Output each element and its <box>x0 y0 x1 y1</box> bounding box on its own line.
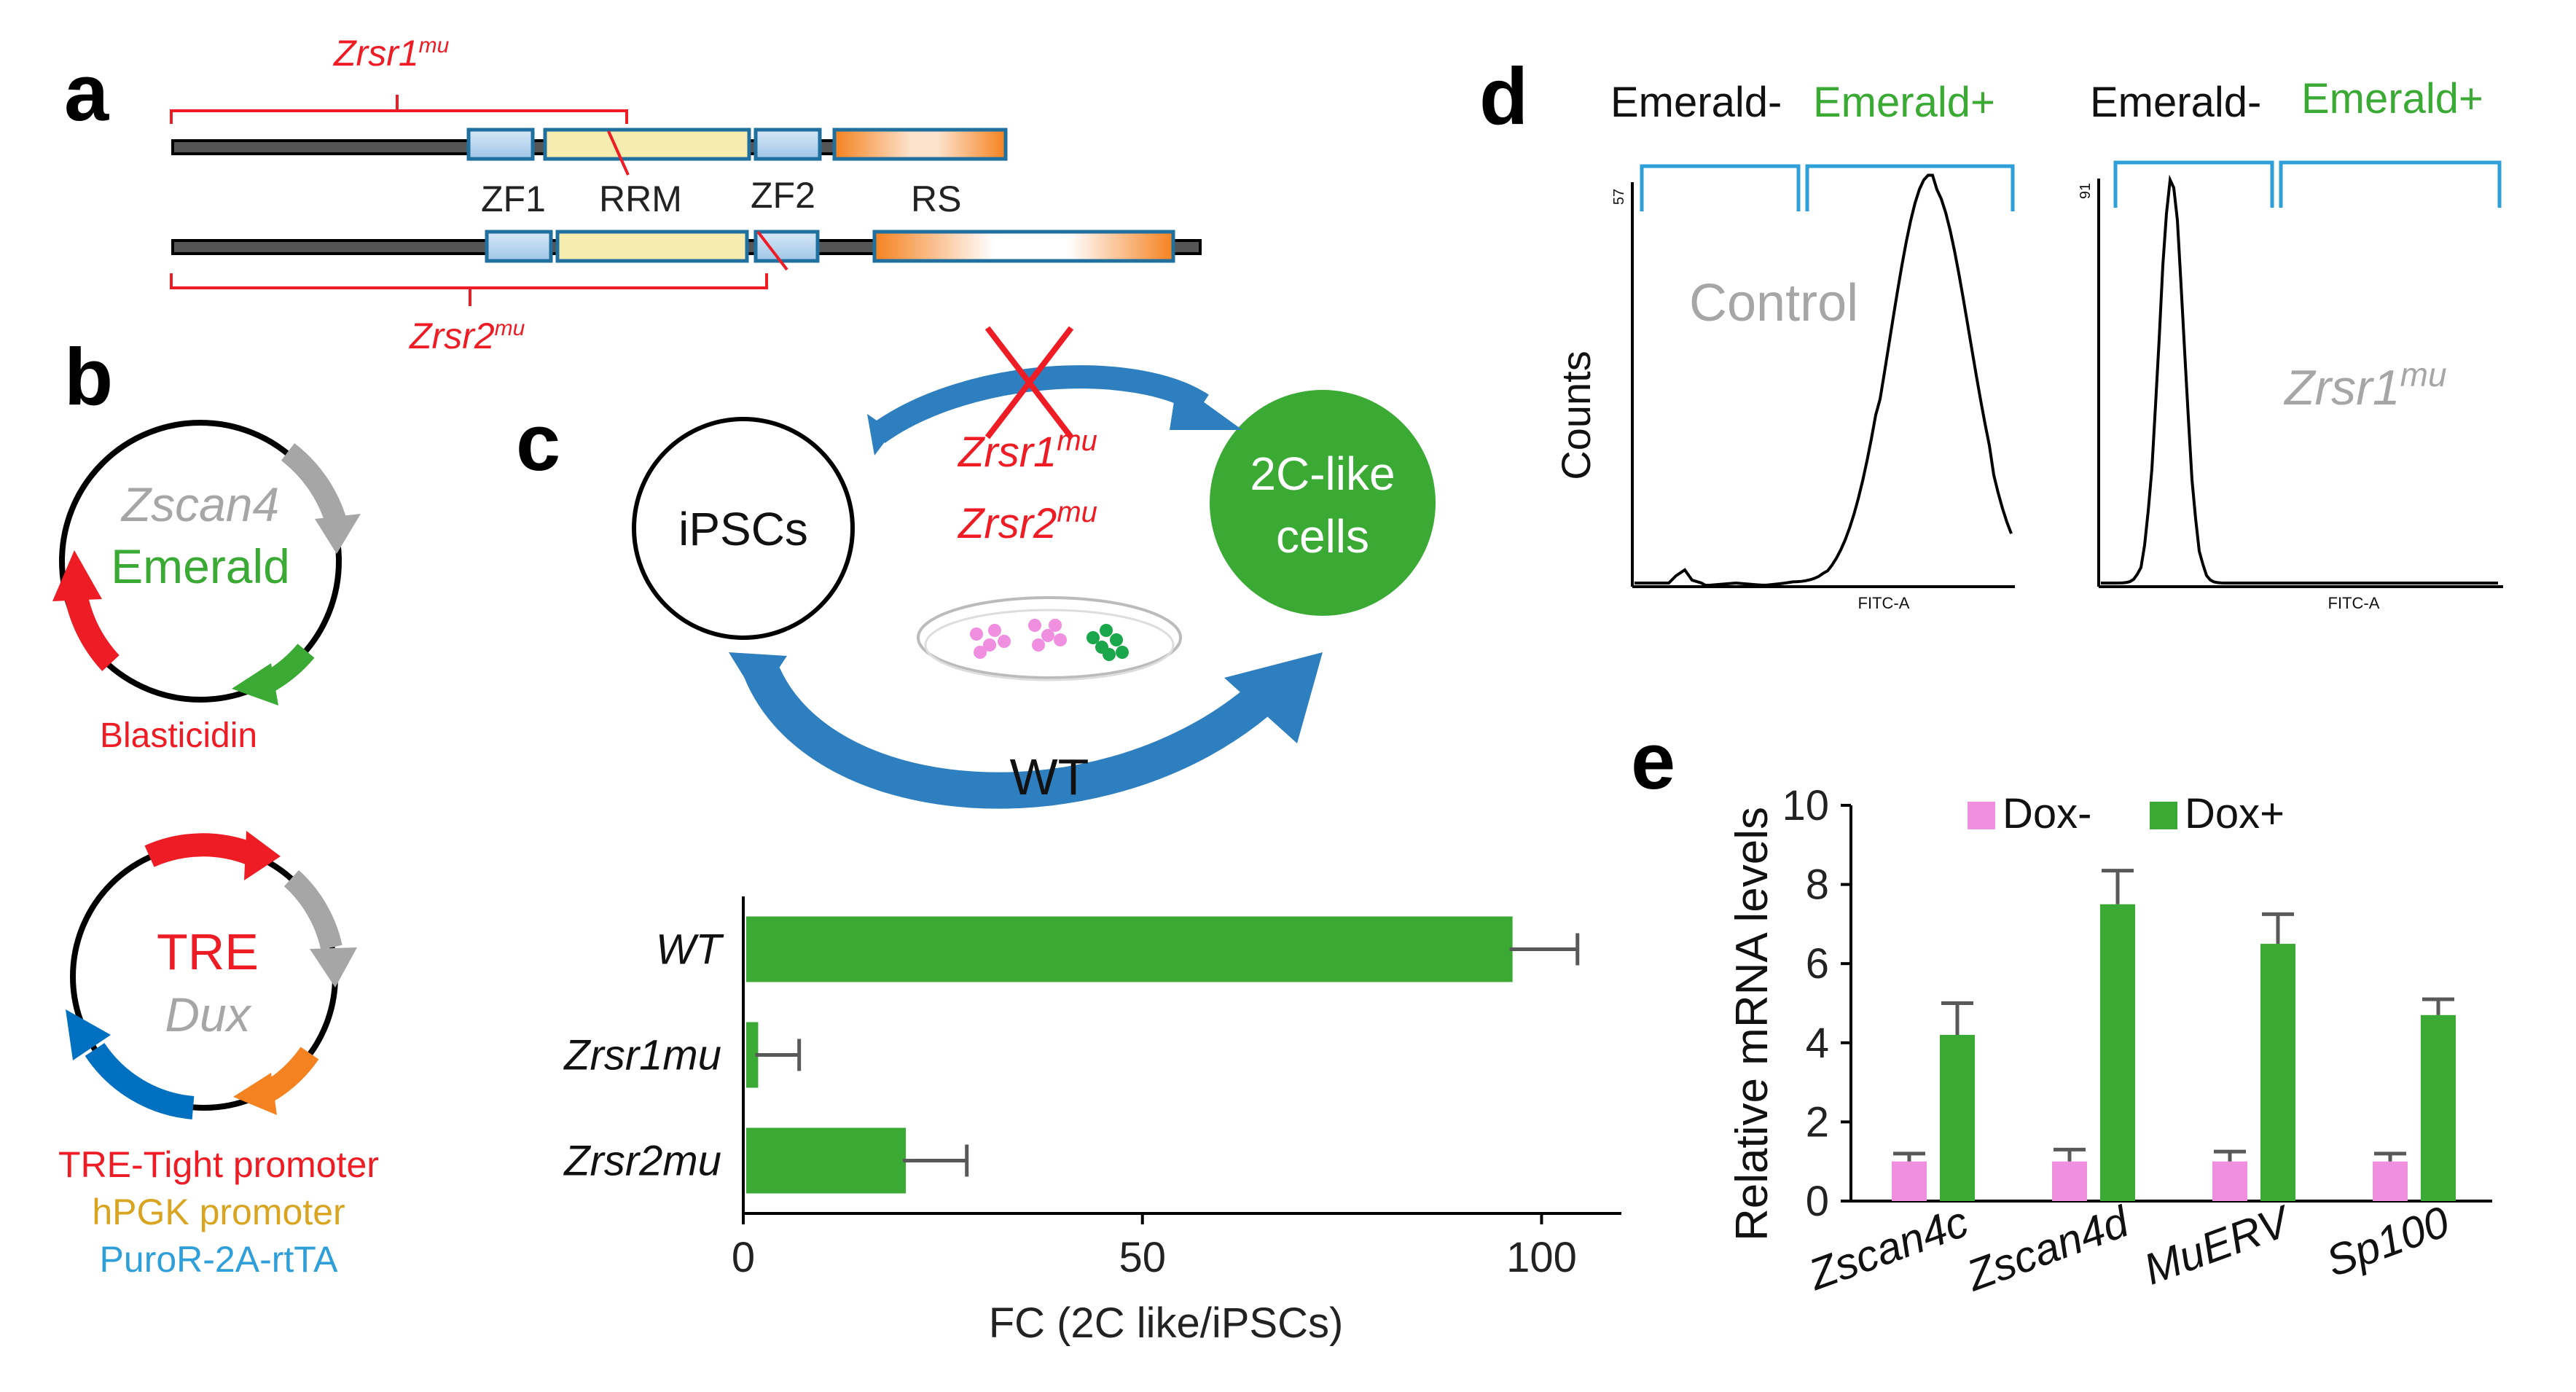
plasmid2-dux-label: Dux <box>165 988 251 1041</box>
chart-c-bar <box>746 1127 907 1194</box>
gate-brackets <box>1640 160 2502 211</box>
chart-e-bar <box>2100 904 2135 1201</box>
right-max-label: 91 <box>2078 183 2094 199</box>
plasmid-zscan4-emerald <box>52 420 361 705</box>
right-xaxis-label: FITC-A <box>2328 594 2380 612</box>
legend-hpgk: hPGK promoter <box>92 1192 345 1232</box>
chart-e-y-tick-label: 4 <box>1806 1020 1829 1067</box>
chart-e-bar <box>2212 1161 2247 1201</box>
panel-b-letter: b <box>64 332 113 422</box>
blocked-x-icon <box>984 326 1074 439</box>
plasmid1-reporter-label: Emerald <box>111 539 290 593</box>
chart-e-y-tick-label: 2 <box>1806 1098 1829 1146</box>
chart-e-category-label: Zscan4d <box>1959 1197 2136 1301</box>
chart-c-category-label: Zrsr1mu <box>563 1032 721 1079</box>
panel-d-letter: d <box>1479 52 1528 141</box>
chart-c-category-label: Zrsr2mu <box>563 1138 721 1185</box>
counts-ylabel: Counts <box>1553 351 1599 480</box>
domain-label-rs: RS <box>911 179 961 219</box>
chart-c-bar <box>746 916 1513 982</box>
zrsr1-mu-sample-label: Zrsr1mu <box>2283 356 2447 415</box>
control-histogram <box>1631 173 2015 588</box>
chart-e-y-tick-label: 0 <box>1806 1178 1829 1225</box>
petri-dish-icon <box>917 596 1182 681</box>
chart-c-x-tick-label: 100 <box>1506 1234 1577 1281</box>
plasmid1-gene-label: Zscan4 <box>120 477 279 531</box>
legend-dox-plus-label: Dox+ <box>2185 790 2285 837</box>
panel-e-letter: e <box>1631 716 1675 806</box>
chart-e-ylabel: Relative mRNA levels <box>1727 807 1777 1241</box>
legend-tre-tight: TRE-Tight promoter <box>58 1144 379 1185</box>
chart-e-bar <box>2373 1161 2408 1201</box>
chart-e-y-tick-label: 10 <box>1782 782 1829 829</box>
ipscs-circle <box>632 417 855 640</box>
control-sample-label: Control <box>1689 274 1858 332</box>
chart-e-bar <box>2421 1014 2456 1201</box>
chart-e-category-label: MuERV <box>2137 1196 2298 1294</box>
chart-c-x-tick-label: 50 <box>1119 1234 1166 1281</box>
panel-b: b Zscan4 Emerald Blasticidin <box>52 332 379 1280</box>
zrsr2-bracket <box>170 273 768 306</box>
panel-e: e Relative mRNA levels 0246810Zscan4cZsc… <box>1631 716 2492 1301</box>
left-gate-neg-label: Emerald- <box>1610 79 1782 126</box>
panel-c: c iPSCs 2C-like cells Zrsr1mu Zrsr2mu <box>516 326 1621 1347</box>
chart-e-bar <box>2260 944 2295 1201</box>
chart-e-bar <box>2052 1161 2087 1201</box>
chart-c-xlabel: FC (2C like/iPSCs) <box>989 1299 1344 1347</box>
chart-c-bar <box>746 1022 759 1088</box>
chart-e-category-label: Sp100 <box>2319 1197 2455 1286</box>
chart-e-y-tick-label: 8 <box>1806 861 1829 909</box>
wt-transition-arrow <box>740 655 1280 809</box>
chart-c-category-label: WT <box>656 926 724 974</box>
mutant2-label: Zrsr2mu <box>957 496 1097 547</box>
ipscs-label: iPSCs <box>678 503 808 555</box>
blocked-transition-arrow <box>871 365 1209 444</box>
panel-a: a Zrsr1mu ZF1 RRM ZF2 RS Zrsr2mu <box>64 33 1202 356</box>
domain-label-rrm: RRM <box>599 179 682 219</box>
legend-puror: PuroR-2A-rtTA <box>100 1239 339 1280</box>
plasmid2-tre-label: TRE <box>157 923 259 980</box>
plasmid-tre-dux <box>66 831 357 1119</box>
zrsr1-mu-histogram <box>2097 174 2503 588</box>
left-gate-pos-label: Emerald+ <box>1813 79 1995 126</box>
right-gate-neg-label: Emerald- <box>2090 79 2261 126</box>
zrsr1-mu-label: Zrsr1mu <box>333 33 450 74</box>
left-xaxis-label: FITC-A <box>1858 594 1910 612</box>
chart-c-x-tick-label: 0 <box>732 1234 755 1281</box>
panel-a-letter: a <box>64 48 109 138</box>
twoc-like-label-line2: cells <box>1276 510 1369 563</box>
panel-c-letter: c <box>516 398 560 488</box>
legend-dox-plus-swatch <box>2150 802 2177 829</box>
zrsr2-gene-diagram <box>171 230 1202 271</box>
plasmid1-resistance-label: Blasticidin <box>100 716 257 755</box>
zrsr1-bracket <box>170 95 628 124</box>
twoc-like-label-line1: 2C-like <box>1250 447 1395 500</box>
zrsr2-mu-label: Zrsr2mu <box>409 316 525 356</box>
chart-e-bar <box>1940 1034 1975 1201</box>
wt-label: WT <box>1010 748 1089 805</box>
zrsr1-gene-diagram <box>171 128 1008 176</box>
chart-e-y-tick-label: 6 <box>1806 940 1829 988</box>
domain-label-zf1: ZF1 <box>481 179 546 219</box>
domain-label-zf2: ZF2 <box>751 175 815 216</box>
chart-e-bar <box>1892 1161 1927 1201</box>
panel-d: d Emerald- Emerald+ Emerald- Emerald+ Co… <box>1479 52 2503 612</box>
left-max-label: 57 <box>1611 189 1627 205</box>
twoc-like-circle <box>1210 390 1436 616</box>
legend-dox-minus-swatch <box>1968 802 1995 829</box>
mutant1-label: Zrsr1mu <box>957 425 1097 476</box>
right-gate-pos-label: Emerald+ <box>2301 75 2483 122</box>
legend-dox-minus-label: Dox- <box>2003 790 2091 837</box>
